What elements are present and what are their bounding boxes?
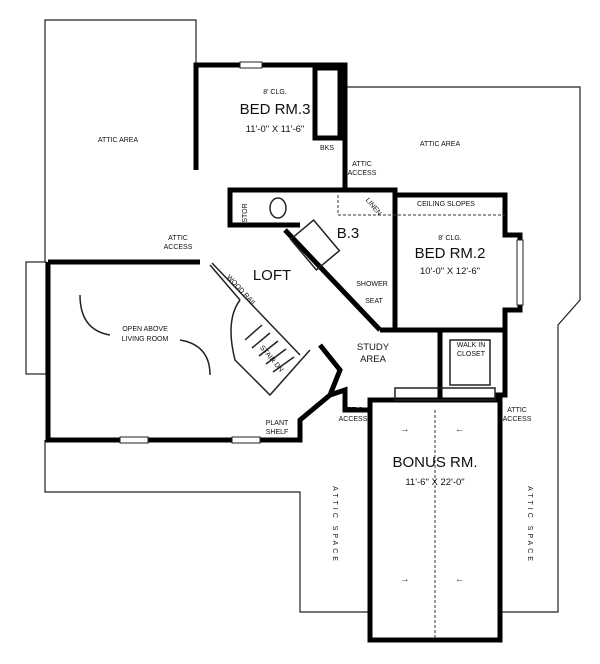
linen-label: LINEN bbox=[364, 197, 383, 217]
attic-access-br-1: ATTIC bbox=[507, 407, 527, 414]
toilet bbox=[269, 197, 287, 219]
bonus-name: BONUS RM. bbox=[392, 454, 477, 471]
ceiling-slopes-label: CEILING SLOPES bbox=[417, 201, 475, 208]
attic-access-left-2: ACCESS bbox=[164, 244, 193, 251]
loft-name: LOFT bbox=[253, 267, 291, 284]
attic-access-br-2: ACCESS bbox=[503, 416, 532, 423]
closet-label-2: CLOSET bbox=[457, 351, 486, 358]
attic-access-top-2: ACCESS bbox=[348, 170, 377, 177]
arrow-arc bbox=[179, 339, 211, 376]
bed2-name: BED RM.2 bbox=[415, 245, 486, 262]
bed2-ceiling: 8' CLG. bbox=[438, 235, 462, 242]
bath-name: B.3 bbox=[337, 225, 360, 242]
shower-label: SHOWER bbox=[356, 281, 388, 288]
attic-space-right: ATTIC SPACE bbox=[526, 486, 533, 564]
open-above-1: OPEN ABOVE bbox=[122, 326, 168, 333]
attic-area-left: ATTIC AREA bbox=[98, 137, 139, 144]
wood-rail bbox=[209, 264, 241, 301]
fixtures: → ← → ← bbox=[79, 195, 505, 640]
attic-access-bl-1: ATTIC bbox=[343, 407, 363, 414]
attic-access-top-1: ATTIC bbox=[352, 161, 372, 168]
study-label-1: STUDY bbox=[357, 342, 390, 353]
stairs-label: STAIR DN bbox=[258, 344, 284, 373]
walls bbox=[45, 62, 523, 643]
study-label-2: AREA bbox=[360, 354, 387, 365]
bed3-ceiling: 8' CLG. bbox=[263, 89, 287, 96]
open-above-2: LIVING ROOM bbox=[122, 336, 169, 343]
bed2-size: 10'-0" X 12'-6" bbox=[420, 266, 480, 277]
arrow-arc bbox=[79, 294, 111, 336]
plant-shelf-1: PLANT bbox=[266, 420, 289, 427]
bks-label: BKS bbox=[320, 145, 334, 152]
tub bbox=[289, 218, 341, 272]
svg-text:→: → bbox=[400, 424, 410, 435]
bed3-name: BED RM.3 bbox=[240, 101, 311, 118]
stairs bbox=[230, 299, 311, 397]
windows bbox=[119, 61, 524, 444]
attic-access-left-1: ATTIC bbox=[168, 235, 188, 242]
svg-text:←: ← bbox=[455, 424, 465, 435]
svg-text:←: ← bbox=[455, 574, 465, 585]
plant-shelf-2: SHELF bbox=[266, 429, 289, 436]
closet-label-1: WALK IN bbox=[457, 342, 486, 349]
bonus-size: 11'-6" X 22'-0" bbox=[405, 477, 464, 488]
seat-label: SEAT bbox=[365, 298, 383, 305]
attic-area-right: ATTIC AREA bbox=[420, 141, 461, 148]
attic-space-left: ATTIC SPACE bbox=[331, 486, 338, 564]
stor-label: STOR bbox=[242, 203, 249, 222]
attic-access-bl-2: ACCESS bbox=[339, 416, 368, 423]
bed3-size: 11'-0" X 11'-6" bbox=[246, 124, 305, 135]
svg-text:→: → bbox=[400, 574, 410, 585]
